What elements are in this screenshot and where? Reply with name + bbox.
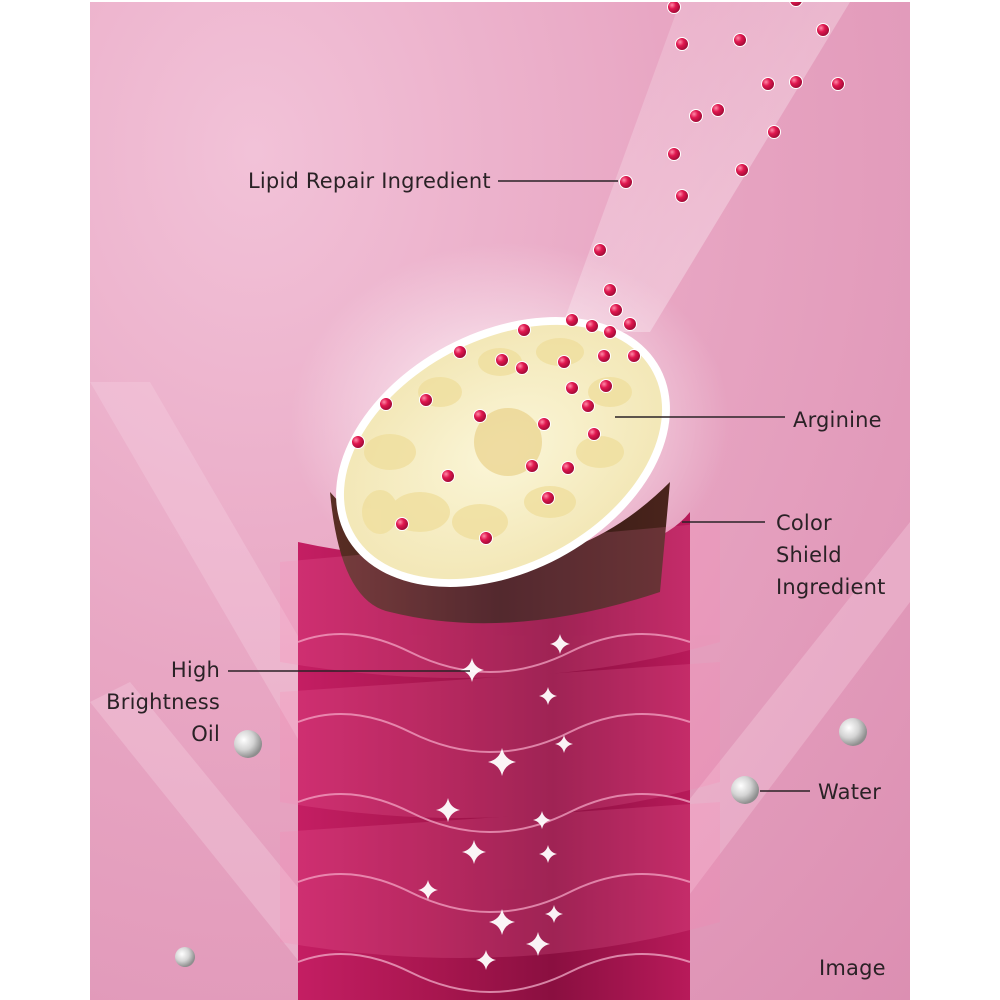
sparkle	[488, 748, 516, 776]
label-color-shield-line-1: Color	[776, 511, 832, 535]
lipid-particle	[585, 319, 599, 333]
sparkle	[545, 905, 563, 923]
label-water: Water	[818, 780, 882, 804]
sparkle	[418, 880, 438, 900]
label-color-shield-ingredient: Color Shield Ingredient	[776, 507, 886, 603]
lipid-particle	[735, 163, 749, 177]
lipid-particle	[667, 2, 681, 14]
lipid-particle	[667, 147, 681, 161]
cuticle-layers	[297, 633, 691, 993]
water-droplets	[175, 718, 867, 967]
lipid-particle	[515, 361, 529, 375]
lipid-particle	[609, 303, 623, 317]
hair-strand-illustration	[90, 2, 910, 1000]
label-brightness-oil-line-1: High	[170, 658, 220, 682]
lipid-particle	[517, 323, 531, 337]
lipid-particle	[711, 103, 725, 117]
lipid-particle	[453, 345, 467, 359]
lipid-particle	[619, 175, 633, 189]
label-brightness-oil-line-2: Brightness	[106, 690, 220, 714]
light-beam	[560, 2, 850, 332]
image-caption: Image	[819, 956, 886, 980]
lipid-particle	[675, 37, 689, 51]
label-arginine: Arginine	[793, 408, 882, 432]
label-color-shield-line-2: Shield	[776, 543, 842, 567]
lipid-particle	[541, 491, 555, 505]
lipid-particle	[441, 469, 455, 483]
lipid-particle	[675, 189, 689, 203]
lipid-particle	[351, 435, 365, 449]
label-color-shield-line-3: Ingredient	[776, 575, 886, 599]
sparkle	[550, 634, 570, 654]
lipid-particle	[557, 355, 571, 369]
lipid-particle	[603, 325, 617, 339]
sparkle	[436, 798, 460, 822]
sparkle	[460, 658, 484, 682]
lipid-particle	[419, 393, 433, 407]
sparkle	[489, 909, 515, 935]
lipid-particle	[395, 517, 409, 531]
lipid-particle	[789, 75, 803, 89]
lipid-particle	[473, 409, 487, 423]
lipid-particle	[525, 459, 539, 473]
lipid-particle	[623, 317, 637, 331]
sparkle	[555, 735, 573, 753]
lipid-particle	[733, 33, 747, 47]
lipid-particle	[479, 531, 493, 545]
lipid-particle	[587, 427, 601, 441]
lipid-particle	[761, 77, 775, 91]
lipid-particle	[789, 2, 803, 7]
leader-lines	[228, 180, 810, 792]
lipid-repair-particles	[351, 2, 845, 545]
lipid-particle	[597, 349, 611, 363]
lipid-particle	[561, 461, 575, 475]
lipid-particle	[627, 349, 641, 363]
sparkle	[539, 687, 557, 705]
lipid-particle	[767, 125, 781, 139]
lipid-particle	[565, 381, 579, 395]
hair-cross-section	[336, 317, 670, 587]
sparkle	[462, 840, 486, 864]
lipid-particle	[689, 109, 703, 123]
label-brightness-oil-line-3: Oil	[191, 722, 220, 746]
lipid-particle	[581, 399, 595, 413]
sparkle	[533, 811, 551, 829]
sparkle	[526, 932, 550, 956]
cuticle-sheaths	[280, 522, 720, 958]
diagram-panel: Lipid Repair Ingredient Arginine Color S…	[90, 2, 910, 1000]
lipid-particle	[495, 353, 509, 367]
lipid-particle	[537, 417, 551, 431]
lipid-particle	[831, 77, 845, 91]
sparkle	[539, 845, 557, 863]
sparkle	[476, 950, 496, 970]
lipid-particle	[603, 283, 617, 297]
lipid-particle	[565, 313, 579, 327]
brightness-sparkles	[418, 634, 573, 970]
lipid-particle	[593, 243, 607, 257]
label-high-brightness-oil: High Brightness Oil	[90, 654, 220, 750]
label-lipid-repair-ingredient: Lipid Repair Ingredient	[248, 169, 491, 193]
lipid-particle	[816, 23, 830, 37]
lipid-particle	[599, 379, 613, 393]
lipid-particle	[379, 397, 393, 411]
